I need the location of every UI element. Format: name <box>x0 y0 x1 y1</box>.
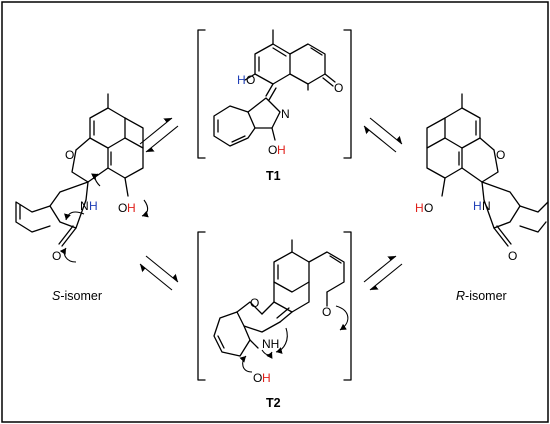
t1-ho-h: H <box>237 73 246 87</box>
s-carbonyl-o: O <box>52 249 61 263</box>
r-ring-o: O <box>496 148 505 162</box>
r-isomer-label: R-isomer <box>456 289 507 303</box>
t1-oh-o: O <box>268 143 277 157</box>
t2-right-bracket <box>343 231 352 381</box>
t2-oh-o: O <box>253 371 262 385</box>
r-n: N <box>482 199 491 213</box>
t2-ring-o: O <box>250 296 259 310</box>
t2-carbonyl-o: O <box>322 305 331 319</box>
t1-n: N <box>281 107 290 121</box>
s-isomer-structure: O N H O H O S-isomer <box>15 93 149 303</box>
s-nh-h: H <box>89 199 98 213</box>
r-ho-o: O <box>424 201 433 215</box>
t1-carbonyl-o: O <box>334 81 343 95</box>
t1-label: T1 <box>266 169 281 183</box>
t1-left-bracket <box>197 29 206 159</box>
r-nh-h: H <box>473 199 482 213</box>
equilibrium-arrow-t1-r <box>363 117 403 153</box>
s-ring-o: O <box>65 148 74 162</box>
equilibrium-arrow-s-t2 <box>139 255 179 291</box>
r-ho-h: H <box>415 201 424 215</box>
equilibrium-arrow-s-t1 <box>139 117 179 153</box>
r-isomer-structure: O H O H N O R-isomer <box>415 93 549 303</box>
t1-right-bracket <box>343 29 352 159</box>
t2-structure: O NH O O H T2 <box>197 231 352 410</box>
t2-oh-h: H <box>262 371 271 385</box>
s-oh-o: O <box>118 201 127 215</box>
t2-label: T2 <box>266 396 281 410</box>
r-carbonyl-o: O <box>508 249 517 263</box>
t1-structure: H O N O O H T1 <box>197 29 352 183</box>
s-isomer-label: S-isomer <box>52 289 102 303</box>
s-n: N <box>80 199 89 213</box>
t2-nh: NH <box>262 337 279 351</box>
t1-ho-o: O <box>246 73 255 87</box>
s-oh-h: H <box>127 201 136 215</box>
t2-left-bracket <box>197 231 206 381</box>
equilibrium-arrow-t2-r <box>363 255 403 291</box>
t1-oh-h: H <box>277 143 286 157</box>
